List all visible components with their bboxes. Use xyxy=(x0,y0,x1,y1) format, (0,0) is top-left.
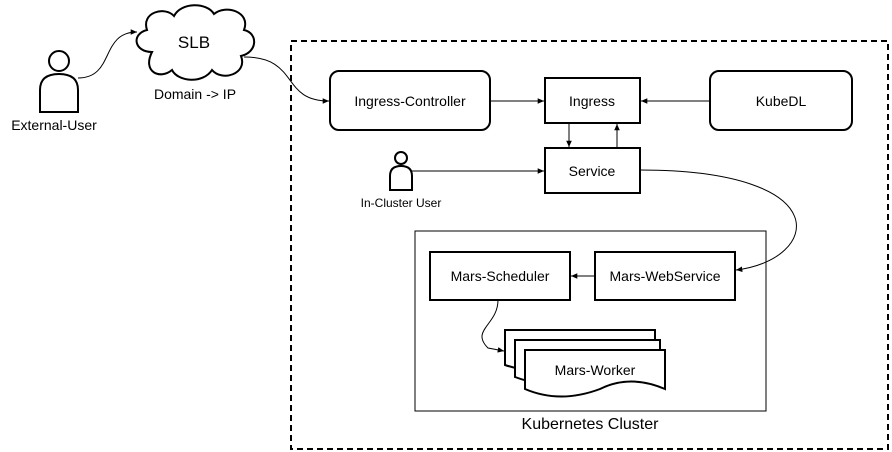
external-user-label: External-User xyxy=(11,117,97,133)
kubernetes-cluster-frame xyxy=(414,230,767,412)
kubernetes-cluster-label: Kubernetes Cluster xyxy=(522,416,660,433)
kubedl-box xyxy=(709,70,853,131)
in-cluster-user-icon xyxy=(389,151,413,191)
outer-dashed-boundary xyxy=(290,40,889,450)
domain-ip-label: Domain -> IP xyxy=(154,86,236,102)
kubedl-label: KubeDL xyxy=(756,93,807,109)
edge-slb-to-ingress-controller xyxy=(243,56,330,104)
mars-worker-stack xyxy=(504,329,666,398)
service-box xyxy=(544,147,641,194)
mars-webservice-label: Mars-WebService xyxy=(610,268,721,284)
edge-user-to-slb xyxy=(77,29,138,79)
slb-label: SLB xyxy=(178,33,210,52)
mars-webservice-box xyxy=(594,251,736,301)
ingress-label: Ingress xyxy=(569,93,615,109)
mars-worker-label: Mars-Worker xyxy=(555,362,636,378)
ingress-box xyxy=(544,77,641,124)
in-cluster-user-label: In-Cluster User xyxy=(361,196,442,210)
slb-cloud-icon xyxy=(135,4,256,81)
mars-scheduler-box xyxy=(429,251,571,301)
mars-scheduler-label: Mars-Scheduler xyxy=(451,268,550,284)
edge-scheduler-to-worker xyxy=(481,299,505,353)
edge-service-to-webservice xyxy=(639,169,797,273)
service-label: Service xyxy=(569,163,616,179)
ingress-controller-label: Ingress-Controller xyxy=(354,93,466,109)
external-user-icon xyxy=(39,50,79,113)
